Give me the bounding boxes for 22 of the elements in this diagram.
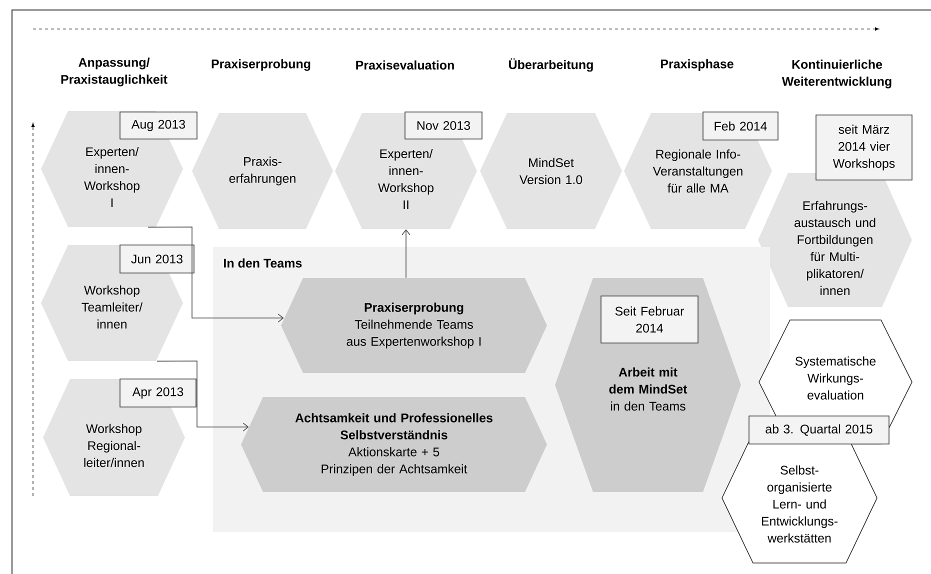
column-heading: Praxiserprobung [212,59,310,71]
date-box: Apr 2013 [120,378,196,408]
date-box: Jun 2013 [120,244,194,274]
hexagon: Achtsamkeit und Professionelles Selbstverständnis Aktionskarte + 5 Prinzipen der Achtsamkeit [241,397,547,492]
column-heading: Anpassung/ Praxistauglichkeit [61,58,168,86]
arrow [402,229,410,278]
hexagon: MindSet Version 1.0 [480,113,622,229]
date-box: ab 3. Quartal 2015 [748,416,890,444]
arrow [148,226,284,322]
column-heading: Praxisphase [661,59,734,71]
arrow [156,360,249,432]
hexagon: Erfahrungs- austausch und Fortbildungen für Multi- plikatoren/ innen [758,173,912,307]
hexagon: Praxiserprobung Teilnehmende Teams aus Expertenworkshop I [281,278,547,373]
column-heading: Kontinuierliche Weiterentwicklung [782,60,892,88]
date-box: Nov 2013 [404,112,482,140]
column-heading: Praxisevaluation [356,60,454,70]
date-box: Aug 2013 [120,112,198,140]
date-box: seit März 2014 vier Workshops [816,114,912,180]
date-box: Seit Februar 2014 [600,296,698,344]
column-heading: Überarbeitung [509,58,593,72]
hexagon: Praxis- erfahrungen [192,113,333,229]
date-box: Feb 2014 [702,112,778,140]
